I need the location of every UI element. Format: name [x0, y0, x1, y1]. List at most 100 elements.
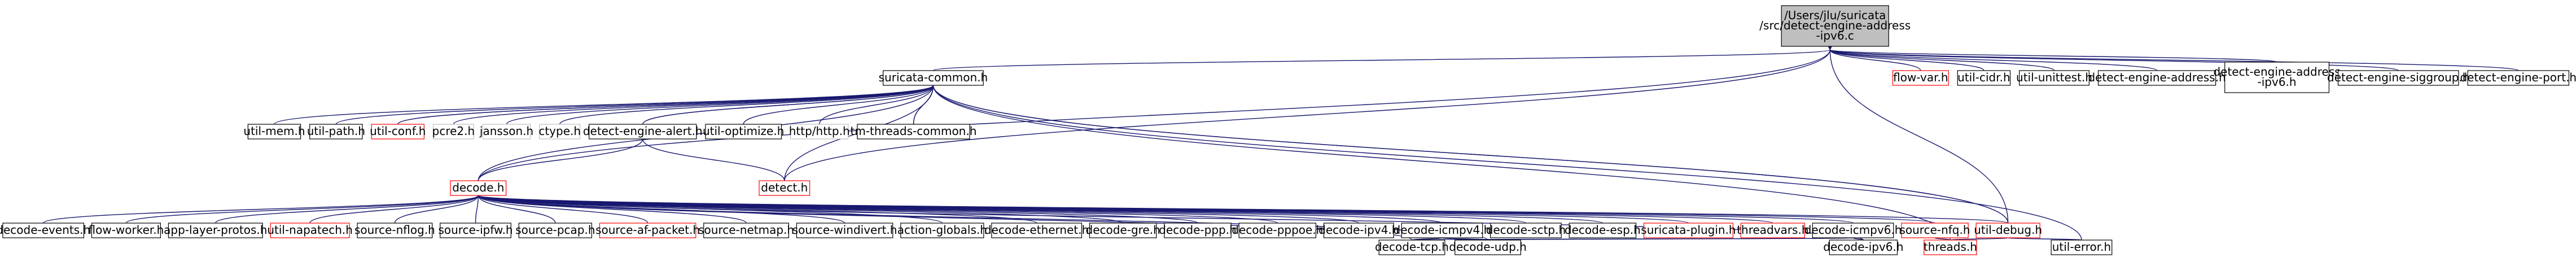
header-node-util-debug[interactable]: util-debug.h: [1974, 223, 2042, 238]
node-label: tm-threads-common.h: [851, 124, 977, 138]
node-label: -ipv6.h: [2258, 75, 2297, 89]
node-box: [1490, 223, 1562, 238]
header-node-source-nfq[interactable]: source-nfq.h: [1899, 223, 1970, 238]
node-label: decode-ipv4.h: [1318, 223, 1399, 237]
header-node-util-mem[interactable]: util-mem.h: [243, 124, 305, 140]
header-node-flow-worker[interactable]: flow-worker.h: [89, 223, 164, 238]
header-node-detect-engine-address[interactable]: detect-engine-address.h: [2088, 70, 2226, 86]
header-node-decode-pppoe[interactable]: decode-pppoe.h: [1232, 223, 1323, 238]
node-label: pcre2.h: [432, 124, 475, 138]
header-node-util-error[interactable]: util-error.h: [2051, 239, 2113, 255]
node-label: jansson.h: [479, 124, 533, 138]
include-edge: [640, 85, 934, 129]
header-node-detect-engine-address-ipv6[interactable]: detect-engine-address-ipv6.h: [2213, 62, 2341, 93]
header-node-source-pcap[interactable]: source-pcap.h: [515, 223, 595, 238]
include-edge: [215, 191, 481, 224]
header-node-decode-ppp[interactable]: decode-ppp.h: [1159, 223, 1237, 238]
header-node-detect-engine-alert[interactable]: detect-engine-alert.h: [583, 124, 703, 140]
include-edge: [476, 191, 556, 224]
header-node-source-windivert[interactable]: source-windivert.h: [792, 223, 897, 238]
node-label: detect-engine-address: [2213, 65, 2340, 79]
header-node-util-unittest[interactable]: util-unittest.h: [2016, 70, 2092, 86]
include-edge: [784, 45, 1833, 181]
header-node-detect-engine-port[interactable]: detect-engine-port.h: [2460, 70, 2576, 86]
header-node-decode-ipv4[interactable]: decode-ipv4.h: [1318, 223, 1399, 238]
header-node-flow-var[interactable]: flow-var.h: [1892, 70, 1949, 86]
header-node-threads[interactable]: threads.h: [1924, 239, 1977, 255]
include-edge: [475, 191, 481, 224]
node-box: [1164, 223, 1232, 238]
include-edge: [1827, 45, 2519, 71]
header-node-source-ipfw[interactable]: source-ipfw.h: [438, 223, 513, 238]
header-node-util-napatech[interactable]: util-napatech.h: [267, 223, 353, 238]
header-node-threadvars[interactable]: threadvars.h: [1737, 223, 1809, 238]
include-edge: [1827, 45, 2399, 71]
node-box: [1975, 223, 2040, 238]
header-node-util-optimize[interactable]: util-optimize.h: [703, 124, 784, 140]
node-box: [450, 180, 507, 196]
header-node-http-http[interactable]: http/http.h: [789, 124, 850, 140]
node-box: [1892, 70, 1949, 86]
node-label: source-af-packet.h: [595, 223, 700, 237]
node-box: [790, 124, 849, 140]
header-node-detect-engine-siggroup[interactable]: detect-engine-siggroup.h: [2327, 70, 2469, 86]
header-node-suricata-common[interactable]: suricata-common.h: [879, 70, 988, 86]
include-edge: [1827, 45, 2277, 63]
header-node-decode-sctp[interactable]: decode-sctp.h: [1486, 223, 1566, 238]
node-label: decode-pppoe.h: [1232, 223, 1323, 237]
header-node-decode-icmpv4[interactable]: decode-icmpv4.h: [1394, 223, 1491, 238]
header-node-source-nflog[interactable]: source-nflog.h: [354, 223, 435, 238]
node-box: [482, 124, 531, 140]
node-label: source-netmap.h: [698, 223, 794, 237]
root-file-node: /Users/jlu/suricata/src/detect-engine-ad…: [1759, 5, 1911, 47]
header-node-decode-events[interactable]: decode-events.h: [0, 223, 90, 238]
node-label: app-layer-protos.h: [164, 223, 267, 237]
node-label: detect-engine-port.h: [2460, 71, 2576, 84]
header-node-ctype[interactable]: ctype.h: [538, 124, 581, 140]
header-node-decode[interactable]: decode.h: [450, 180, 507, 196]
header-node-util-conf[interactable]: util-conf.h: [370, 124, 426, 140]
include-edge: [743, 81, 936, 125]
node-box: [1643, 223, 1733, 238]
header-node-util-path[interactable]: util-path.h: [307, 124, 365, 140]
header-node-source-netmap[interactable]: source-netmap.h: [698, 223, 794, 238]
header-node-jansson[interactable]: jansson.h: [479, 124, 533, 140]
include-edge: [1827, 45, 2158, 71]
node-label: decode-icmpv6.h: [1804, 223, 1902, 237]
include-edge: [818, 81, 936, 125]
node-label: source-windivert.h: [792, 223, 897, 237]
node-box: [2224, 62, 2330, 93]
node-label: util-path.h: [307, 124, 365, 138]
node-box: [1781, 5, 1889, 47]
header-node-pcre2[interactable]: pcre2.h: [432, 124, 475, 140]
node-label: decode-ppp.h: [1159, 223, 1237, 237]
header-node-decode-gre[interactable]: decode-gre.h: [1086, 223, 1160, 238]
header-node-decode-esp[interactable]: decode-esp.h: [1565, 223, 1641, 238]
node-label: source-pcap.h: [515, 223, 595, 237]
include-edge: [1827, 45, 2055, 71]
node-box: [2019, 70, 2090, 86]
header-node-util-cidr[interactable]: util-cidr.h: [1957, 70, 2011, 86]
header-node-decode-icmpv6[interactable]: decode-icmpv6.h: [1804, 223, 1902, 238]
node-label: suricata-common.h: [879, 71, 988, 84]
include-edge: [931, 81, 2082, 241]
edges-layer: [43, 45, 2519, 241]
node-box: [589, 124, 697, 140]
header-node-action-globals[interactable]: action-globals.h: [897, 223, 987, 238]
header-node-decode-udp[interactable]: decode-udp.h: [1449, 239, 1527, 255]
header-node-source-af-packet[interactable]: source-af-packet.h: [595, 223, 700, 238]
header-node-decode-ethernet[interactable]: decode-ethernet.h: [984, 223, 1089, 238]
header-node-app-layer-protos[interactable]: app-layer-protos.h: [164, 223, 267, 238]
header-node-decode-tcp[interactable]: decode-tcp.h: [1375, 239, 1449, 255]
header-node-detect[interactable]: detect.h: [759, 180, 811, 196]
node-label: detect.h: [761, 181, 808, 194]
header-node-suricata-plugin[interactable]: suricata-plugin.h: [1641, 223, 1736, 238]
node-label: threads.h: [1924, 240, 1977, 254]
header-node-tm-threads-common[interactable]: tm-threads-common.h: [851, 124, 977, 140]
header-node-decode-ipv6[interactable]: decode-ipv6.h: [1823, 239, 1904, 255]
node-label: action-globals.h: [897, 223, 987, 237]
node-box: [432, 124, 474, 140]
node-box: [759, 180, 811, 196]
node-label: /Users/jlu/suricata: [1784, 8, 1886, 22]
node-box: [518, 223, 593, 238]
